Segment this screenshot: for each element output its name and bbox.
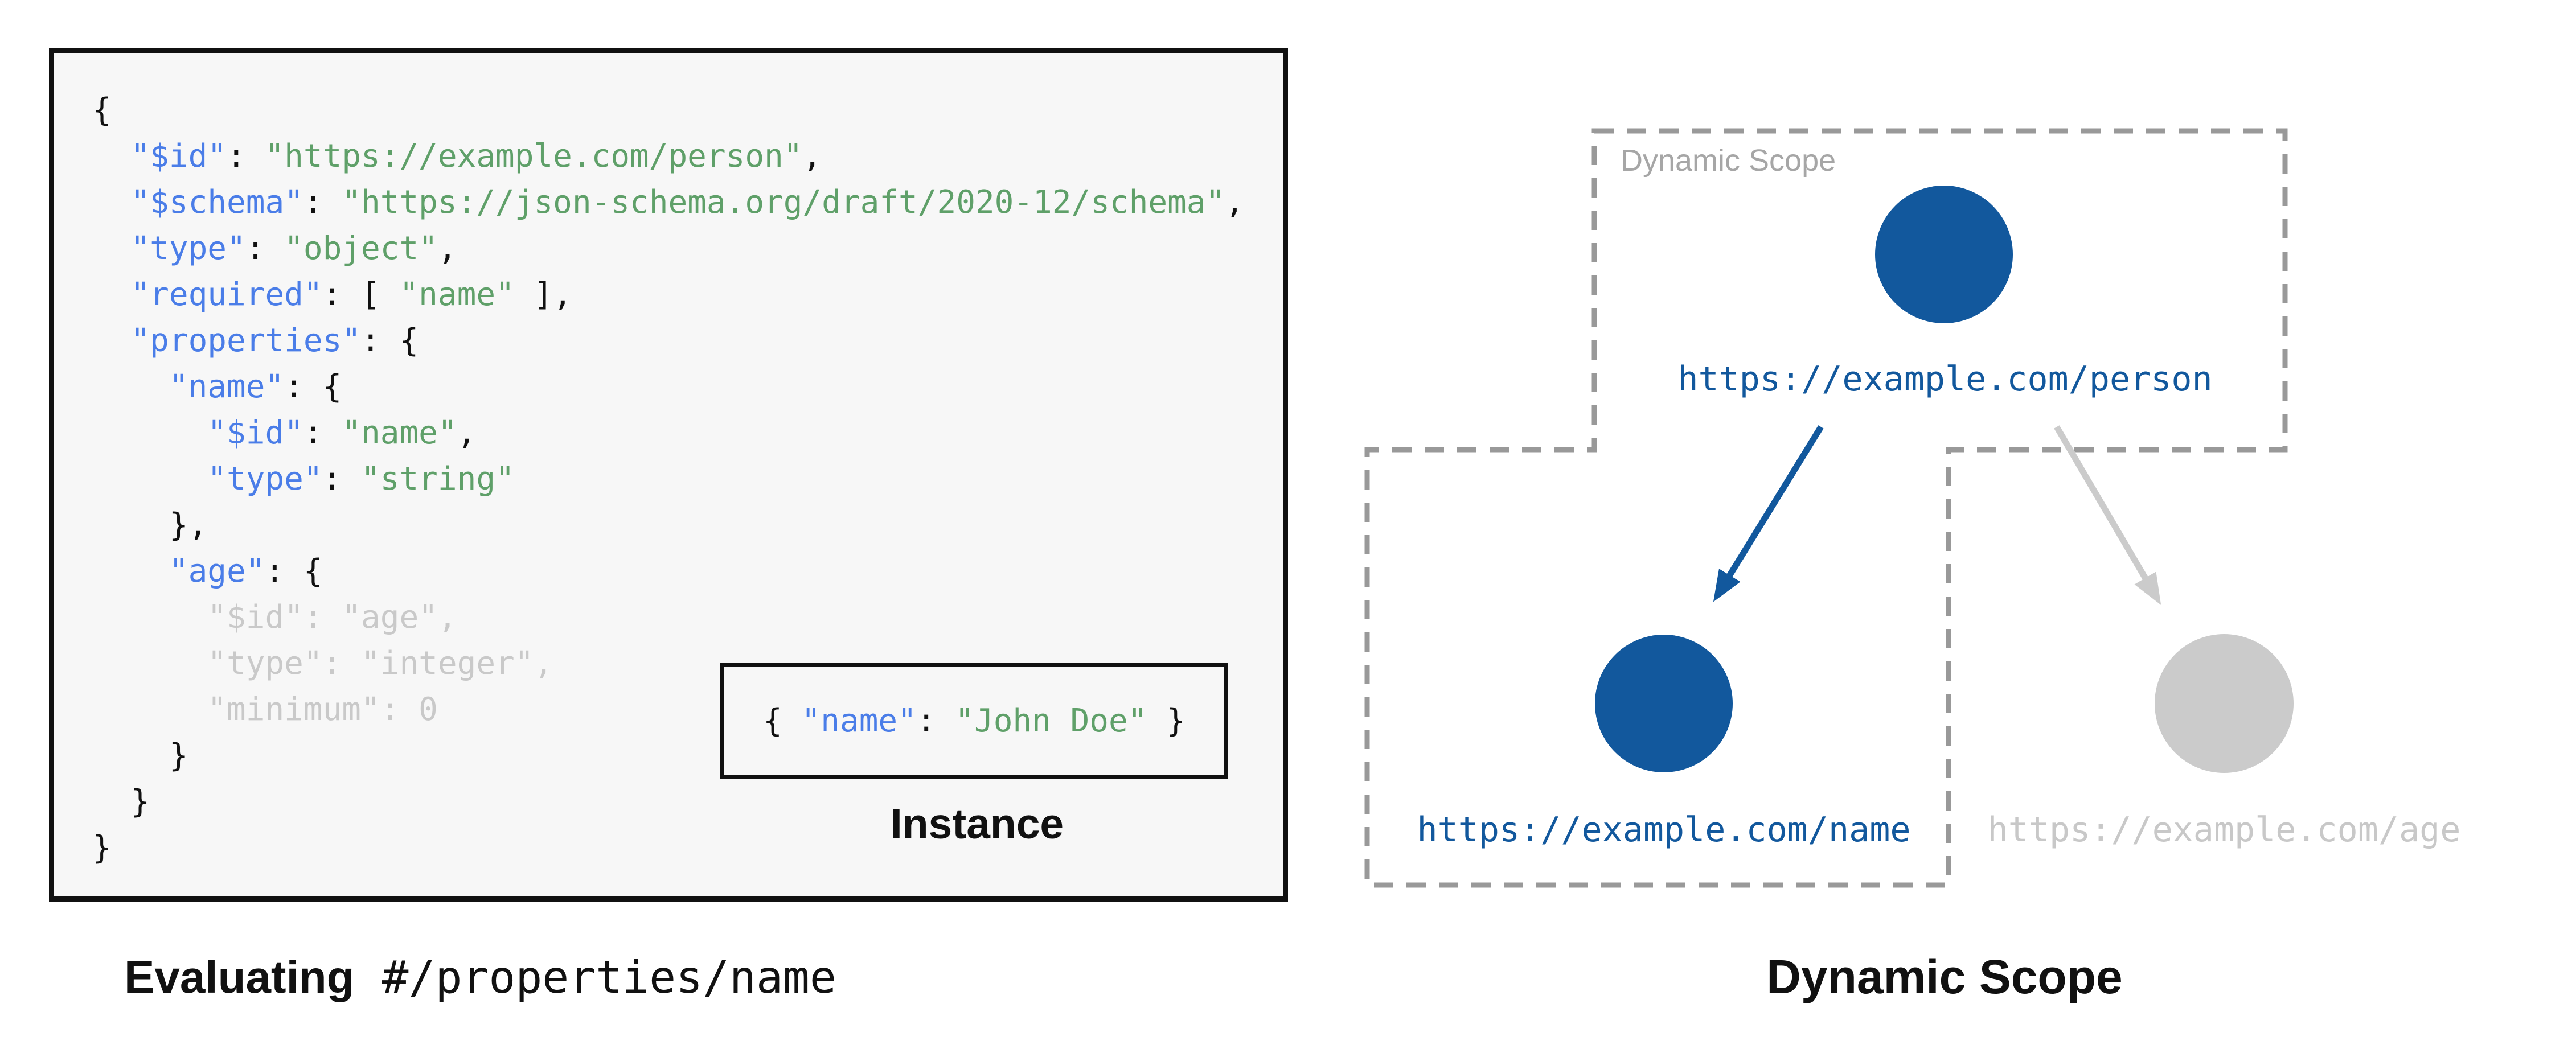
schema-code-line: } [92,783,150,820]
schema-code-line: "type": "string" [207,460,515,497]
schema-code-line: "name": { [169,368,342,405]
left-caption: Evaluating #/properties/name [124,951,836,1003]
diagram-title: Dynamic Scope [1766,950,2123,1003]
schema-code-line: "properties": { [130,322,419,359]
schema-code-line: "$id": "age", [207,599,457,636]
schema-code-line: { [92,92,112,129]
node-person-circle [1875,186,2013,323]
schema-code-line: "type": "object", [130,230,457,267]
node-age-url-label: https://example.com/age [1988,810,2461,850]
instance-box: { "name": "John Doe" } [720,663,1228,779]
left-caption-json-pointer: #/properties/name [382,952,836,1003]
schema-code-line: "$id": "name", [207,414,477,451]
schema-code-box: { "$id": "https://example.com/person", "… [49,48,1288,902]
node-name-circle [1595,635,1733,772]
node-age-circle [2155,634,2294,773]
schema-code-line: "$id": "https://example.com/person", [130,138,822,175]
schema-code-line: "type": "integer", [207,645,553,682]
instance-code: { "name": "John Doe" } [763,702,1186,739]
schema-code-line: "minimum": 0 [207,691,438,728]
schema-code-line: }, [92,507,208,544]
arrow-person-to-age [2054,425,2161,605]
schema-code-line: "age": { [169,553,323,590]
schema-code: { "$id": "https://example.com/person", "… [92,87,1244,871]
schema-code-line: } [92,737,188,774]
schema-code-line: "required": [ "name" ], [130,276,572,313]
node-person-url-label: https://example.com/person [1677,359,2212,399]
node-name-url-label: https://example.com/name [1417,810,1911,850]
schema-code-line: } [92,829,112,866]
left-caption-keyword: Evaluating [124,952,355,1002]
schema-code-line: "$schema": "https://json-schema.org/draf… [130,184,1244,221]
dynamic-scope-boundary [1364,128,2288,888]
arrow-person-to-name [1713,425,1824,602]
dynamic-scope-region-label: Dynamic Scope [1621,143,1836,178]
instance-label: Instance [890,800,1064,848]
